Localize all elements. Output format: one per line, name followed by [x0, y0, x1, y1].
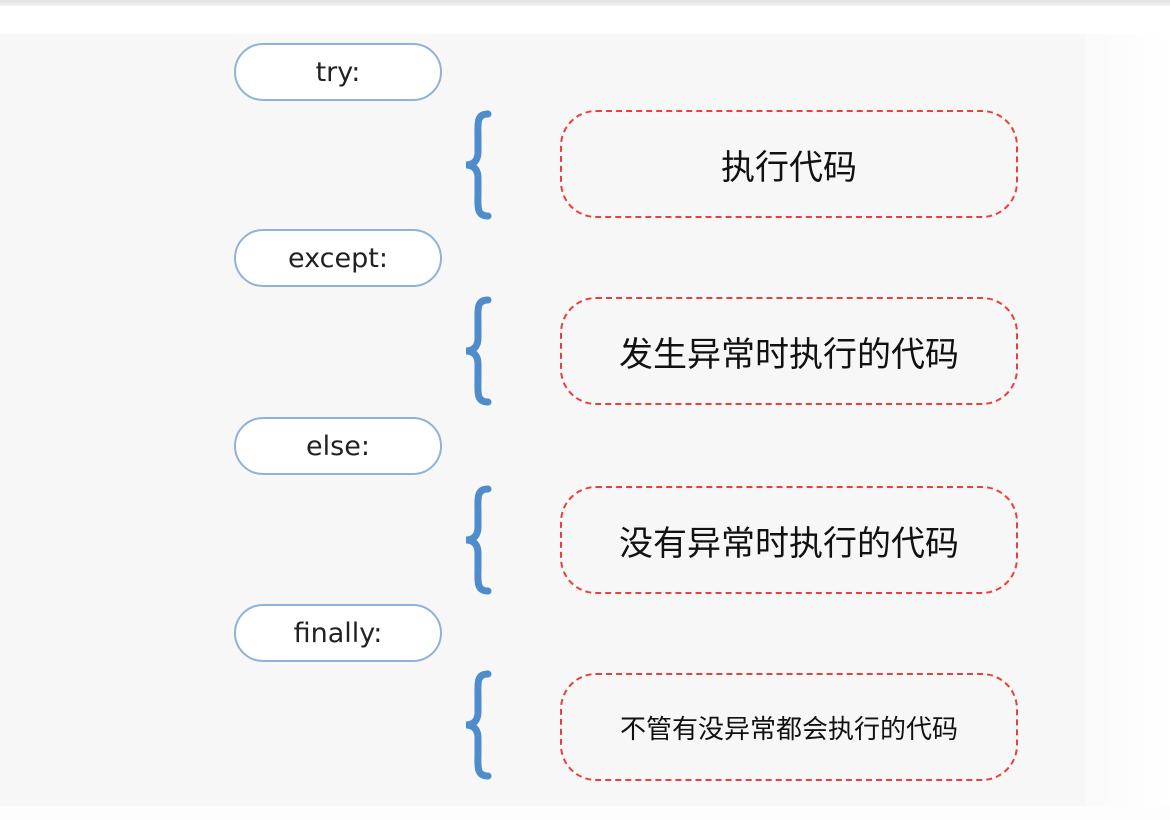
brace-icon: [465, 110, 492, 220]
brace-icon: [465, 296, 492, 406]
right-shade: [1085, 34, 1170, 806]
keyword-except: except:: [234, 229, 442, 287]
brace-icon: [465, 485, 492, 595]
brace-icon: [465, 670, 492, 780]
code-block-except: 发生异常时执行的代码: [560, 297, 1018, 405]
code-block-else: 没有异常时执行的代码: [560, 486, 1018, 594]
keyword-else: else:: [234, 417, 442, 475]
code-block-try: 执行代码: [560, 110, 1018, 218]
keyword-finally: finally:: [234, 604, 442, 662]
top-strip: [0, 0, 1170, 6]
diagram-panel: [0, 34, 1085, 806]
keyword-try: try:: [234, 43, 442, 101]
code-block-finally: 不管有没异常都会执行的代码: [560, 673, 1018, 781]
bottom-strip: [0, 806, 1170, 820]
